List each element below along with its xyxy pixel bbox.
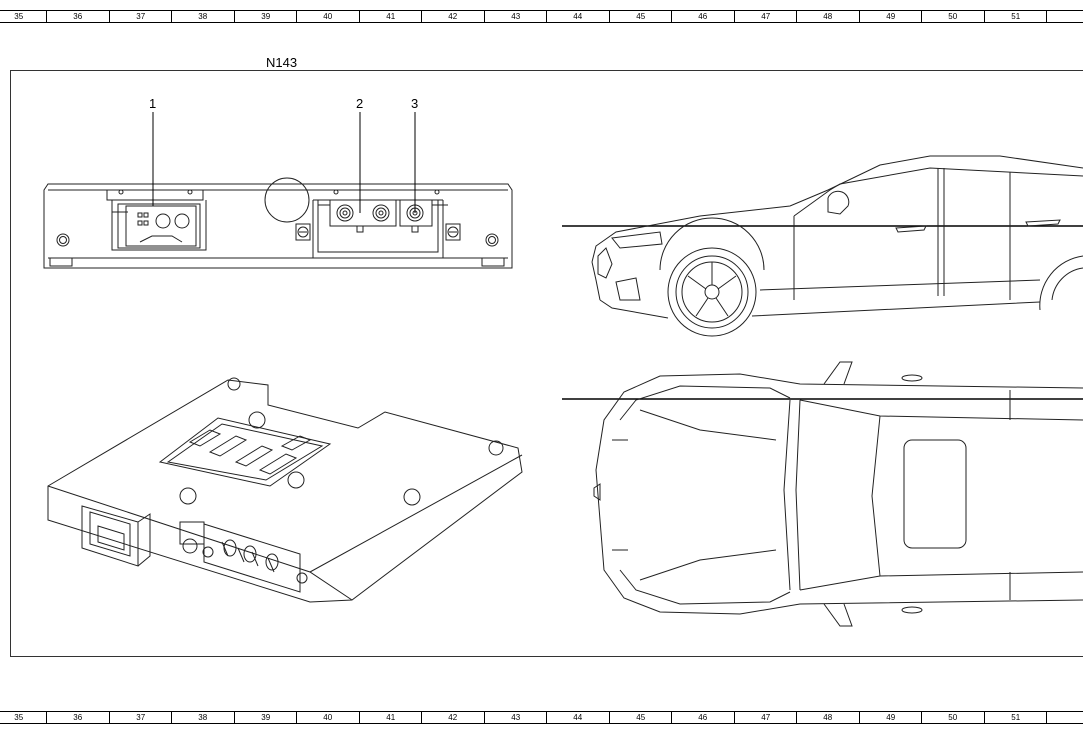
ruler-cell: 42 — [421, 711, 484, 724]
ruler-cell: 44 — [546, 711, 609, 724]
ruler-cell: 50 — [921, 10, 984, 23]
ruler-cell: 47 — [734, 10, 797, 23]
ruler-cell: 35 — [0, 10, 50, 23]
ruler-cell: 49 — [859, 711, 922, 724]
ruler-cell: 35 — [0, 711, 50, 724]
ruler-cell: 50 — [921, 711, 984, 724]
ruler-end — [1046, 711, 1083, 724]
connector-1 — [111, 200, 207, 251]
ruler-cell: 48 — [796, 711, 859, 724]
connector-2-3 — [295, 199, 461, 259]
ruler-cell: 39 — [234, 711, 297, 724]
vehicle-top-view — [562, 361, 1083, 627]
ruler-end — [1046, 10, 1083, 23]
callout-2: 2 — [356, 96, 364, 111]
ruler-cell: 46 — [671, 711, 734, 724]
ruler-cell: 37 — [109, 711, 172, 724]
vehicle-side-view — [562, 155, 1083, 337]
ruler-bottom: 35 36 37 38 39 40 41 42 43 44 45 46 47 4… — [0, 711, 1083, 724]
ruler-cell: 36 — [46, 10, 109, 23]
ruler-cell: 44 — [546, 10, 609, 23]
ruler-top: 35 36 37 38 39 40 41 42 43 44 45 46 47 4… — [0, 10, 1083, 23]
ruler-cell: 36 — [46, 711, 109, 724]
ruler-cell: 42 — [421, 10, 484, 23]
module-front-view — [43, 112, 513, 269]
ruler-cell: 39 — [234, 10, 297, 23]
callout-1: 1 — [149, 96, 157, 111]
ruler-cell: 51 — [984, 10, 1047, 23]
ruler-cell: 41 — [359, 10, 422, 23]
ruler-cell: 40 — [296, 711, 359, 724]
module-isometric-view — [47, 377, 523, 603]
ruler-cell: 38 — [171, 711, 234, 724]
ruler-cell: 47 — [734, 711, 797, 724]
ruler-cell: 45 — [609, 10, 672, 23]
ruler-cell: 41 — [359, 711, 422, 724]
ruler-cell: 45 — [609, 711, 672, 724]
ruler-cell: 43 — [484, 711, 547, 724]
callout-3: 3 — [411, 96, 419, 111]
ruler-cell: 51 — [984, 711, 1047, 724]
ruler-cell: 38 — [171, 10, 234, 23]
ruler-cell: 48 — [796, 10, 859, 23]
ruler-cell: 49 — [859, 10, 922, 23]
ruler-cell: 40 — [296, 10, 359, 23]
drawing-frame — [10, 70, 1083, 657]
ruler-cell: 46 — [671, 10, 734, 23]
ruler-cell: 37 — [109, 10, 172, 23]
component-code: N143 — [266, 55, 298, 70]
ruler-cell: 43 — [484, 10, 547, 23]
